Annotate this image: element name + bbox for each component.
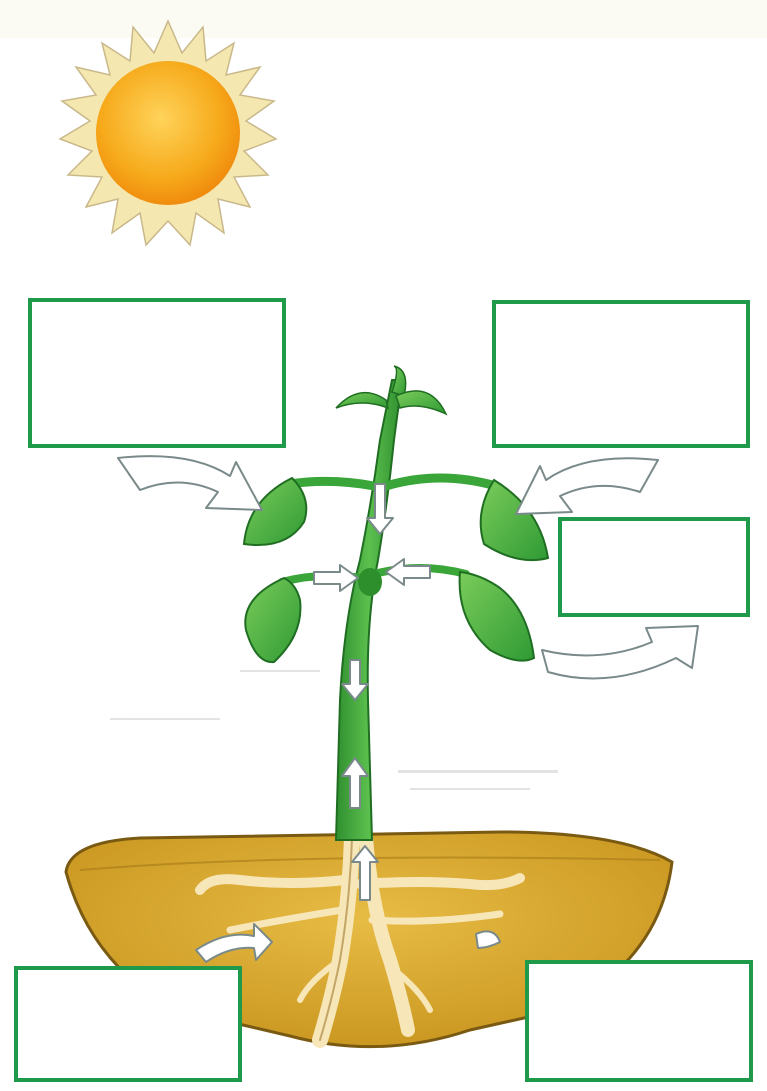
label-box-bottom-right-text xyxy=(633,1015,645,1027)
label-box-mid-right[interactable] xyxy=(558,517,750,617)
sun-icon xyxy=(60,21,276,245)
label-box-top-left[interactable] xyxy=(28,298,286,448)
background-specks xyxy=(110,670,558,790)
label-box-top-left-text xyxy=(151,367,163,379)
label-box-top-right[interactable] xyxy=(492,300,750,448)
label-box-mid-right-text xyxy=(648,561,660,573)
top-band xyxy=(0,0,767,38)
label-box-bottom-left-text xyxy=(122,1018,134,1030)
label-box-bottom-right[interactable] xyxy=(525,960,753,1082)
label-box-bottom-left[interactable] xyxy=(14,966,242,1082)
label-box-top-right-text xyxy=(615,368,627,380)
